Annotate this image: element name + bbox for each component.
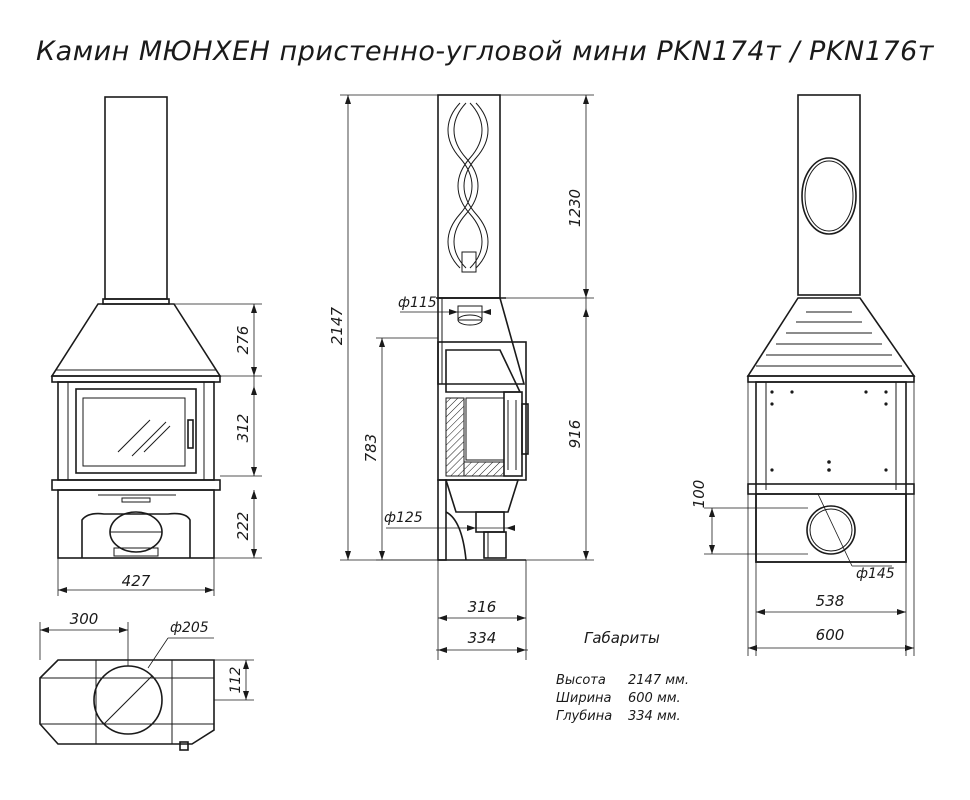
front-view: 276 312 222 427 [50, 96, 262, 596]
spec-depth-label: Глубина [556, 709, 612, 724]
dim-side-body-height: 916 [566, 420, 584, 449]
dim-side-firebox-height: 783 [362, 434, 380, 463]
dim-top-offset: 112 [228, 667, 244, 694]
rear-view: 100 ф145 538 600 [690, 94, 916, 656]
dim-front-width: 427 [122, 572, 151, 590]
dim-side-depth-inner: 316 [468, 598, 497, 616]
dim-rear-total-width: 600 [816, 626, 845, 644]
dim-front-hood: 276 [234, 326, 252, 355]
dim-front-base: 222 [234, 512, 252, 541]
spec-width-value: 600 мм. [628, 691, 681, 706]
specs-heading: Габариты [584, 629, 660, 647]
dim-rear-inlet-diam: ф145 [856, 566, 895, 582]
top-view: 300 ф205 112 [39, 610, 254, 751]
dim-rear-inlet-height: 100 [690, 480, 708, 509]
spec-depth-value: 334 мм. [628, 709, 681, 724]
dim-top-depth: 300 [70, 610, 99, 628]
dim-top-flue-diam: ф205 [170, 620, 209, 636]
dim-side-depth-total: 334 [468, 629, 497, 647]
dim-side-inlet-diam: ф125 [384, 510, 423, 526]
spec-height-value: 2147 мм. [628, 673, 689, 688]
rear-vent-holes [770, 390, 888, 472]
side-view: 2147 1230 916 783 ф115 [328, 94, 594, 660]
spec-width-label: Ширина [556, 691, 612, 706]
dim-side-chimney: 1230 [566, 189, 584, 227]
dim-side-total-height: 2147 [328, 306, 346, 345]
drawing-title: Камин МЮНХЕН пристенно-угловой мини PKN1… [35, 36, 934, 67]
dim-front-door: 312 [234, 414, 252, 443]
dim-side-flue-diam: ф115 [398, 295, 437, 311]
specs-table: Габариты Высота 2147 мм. Ширина 600 мм. … [556, 629, 689, 724]
dim-rear-inner-width: 538 [816, 592, 845, 610]
spec-height-label: Высота [556, 673, 606, 688]
